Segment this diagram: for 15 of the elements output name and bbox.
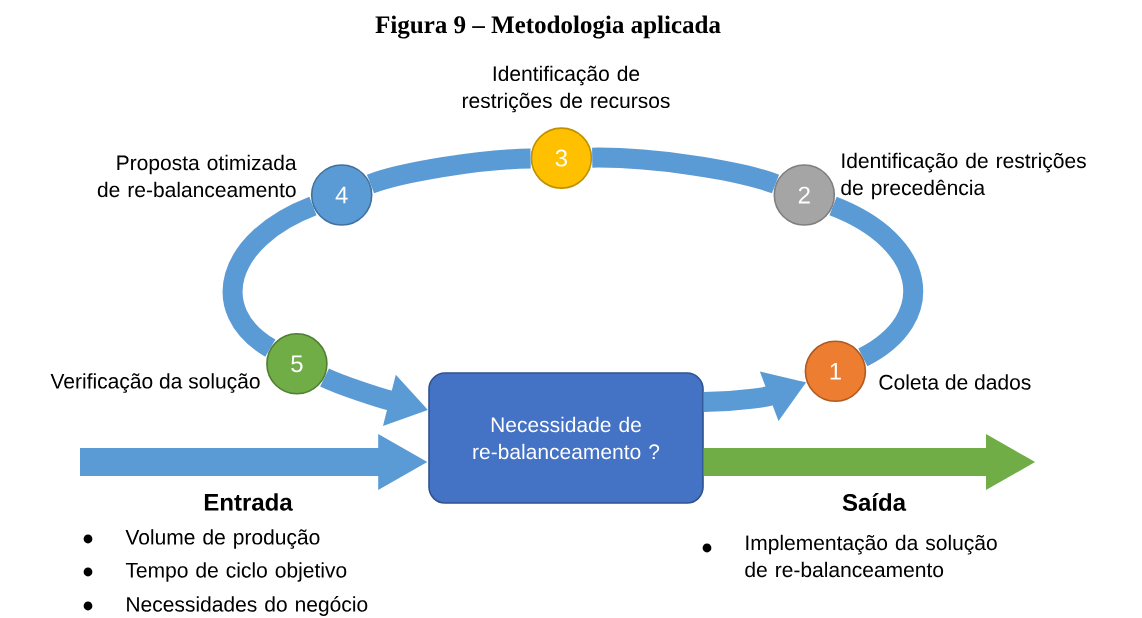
step-label: Verificação da solução [50, 373, 260, 393]
bullet-item: Implementação da solução de re-balanceamento [745, 534, 997, 578]
bullet-item: Necessidades do negócio [127, 596, 368, 616]
step-label: Identificação de restrições de precedência [841, 152, 1086, 200]
loop-band [367, 148, 531, 194]
section-heading: Saída [842, 493, 907, 511]
step-label: Identificação de restrições de recursos [462, 65, 670, 113]
section-heading: Entrada [204, 493, 293, 511]
step-label: Proposta otimizada de re-balanceamento [97, 154, 297, 198]
figure-title: Figura 9 – Metodologia aplicada [375, 15, 721, 39]
loop-band [592, 147, 779, 194]
process-box: Necessidade de re-balanceamento ? [428, 372, 704, 504]
bullet-item: Volume de produção [125, 529, 320, 549]
step-label: Coleta de dados [879, 374, 1031, 390]
bullet-item: Tempo de ciclo objetivo [125, 562, 347, 582]
